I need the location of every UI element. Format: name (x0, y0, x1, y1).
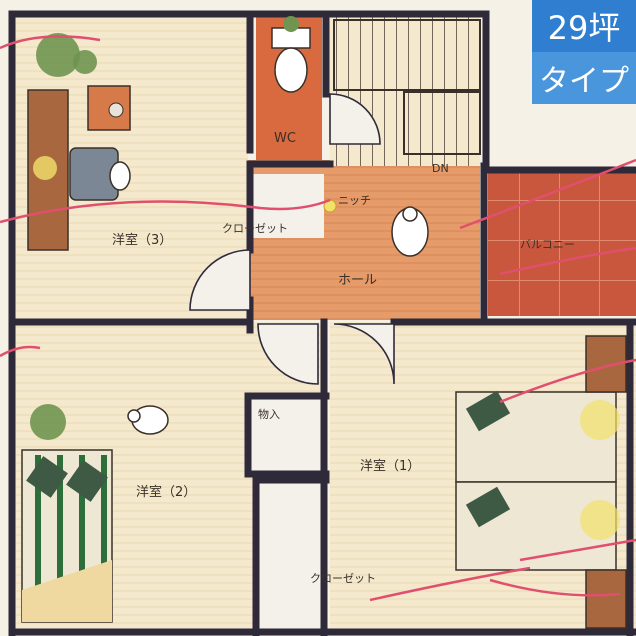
down-label: DN (432, 162, 449, 175)
door-swings (189, 93, 395, 385)
badge-type: タイプ (532, 52, 636, 104)
person-figures (109, 161, 429, 435)
balcony-label: バルコニー (520, 238, 575, 251)
accent-strokes (0, 35, 636, 602)
stair-outline (333, 19, 481, 155)
niche-label: ニッチ (338, 194, 371, 207)
closet-top-label: クローゼット (222, 222, 288, 235)
storage-label: 物入 (258, 407, 280, 421)
badge-size: 29坪 (532, 0, 636, 52)
room3-label: 洋室（3） (112, 232, 172, 248)
closet-bottom-floor (258, 484, 328, 634)
plan-type-badge: 29坪 タイプ (532, 0, 636, 104)
storage-floor (246, 400, 326, 472)
wc-label: WC (274, 131, 296, 146)
room2-label: 洋室（2） (136, 484, 196, 500)
closet-bottom-label: クローゼット (310, 572, 376, 585)
wc-toilet (271, 16, 311, 93)
room1-label: 洋室（1） (360, 458, 420, 474)
room3-furniture (27, 33, 131, 251)
room1-furniture (455, 335, 627, 629)
balcony-floor (488, 170, 636, 316)
room2-furniture (21, 404, 113, 623)
hall-label: ホール (338, 273, 377, 288)
